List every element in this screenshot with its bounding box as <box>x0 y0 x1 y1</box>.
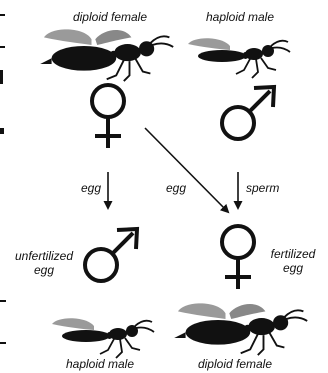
male-wasp-icon <box>188 38 290 78</box>
bottom-left-label: haploid male <box>50 357 150 371</box>
unfertilized-egg-label-line2: egg <box>12 263 76 277</box>
male-symbol-icon <box>222 87 274 139</box>
arrow-egg-middle <box>145 128 228 212</box>
egg-left-label: egg <box>81 181 101 195</box>
female-wasp-icon <box>174 303 307 355</box>
fertilized-egg-label-line1: fertilized <box>264 247 322 261</box>
female-wasp-icon <box>40 29 173 81</box>
female-symbol-icon <box>92 85 124 148</box>
egg-middle-label: egg <box>166 181 186 195</box>
sperm-label: sperm <box>246 181 279 195</box>
unfertilized-egg-label-line1: unfertilized <box>12 249 76 263</box>
female-symbol-icon <box>222 226 254 289</box>
bottom-right-label: diploid female <box>180 357 290 371</box>
male-symbol-icon <box>85 229 137 281</box>
fertilized-egg-label-line2: egg <box>264 261 322 275</box>
male-wasp-icon <box>52 318 154 358</box>
